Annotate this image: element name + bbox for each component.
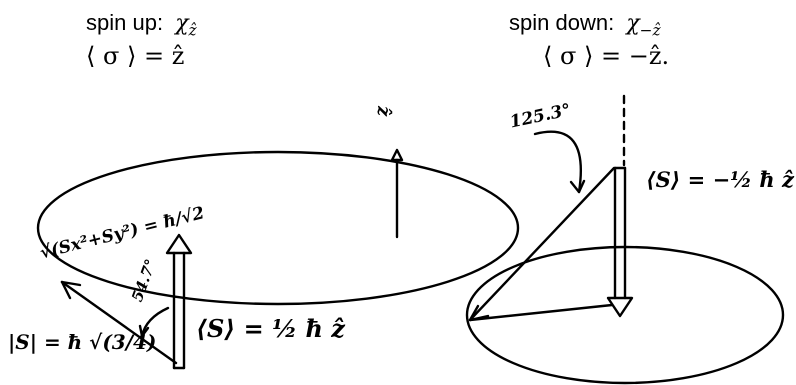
spin-down-label: spin down: <box>509 10 615 35</box>
right-base-line <box>468 303 614 322</box>
spin-down-caption: spin down: χ−ẑ <box>509 10 661 39</box>
spin-up-caption: spin up: χẑ <box>86 10 197 39</box>
left-generator-arrowhead <box>60 280 82 300</box>
left-generator-line <box>60 280 178 365</box>
spin-down-chi-subscript: −ẑ <box>639 21 661 40</box>
spin-down-expectation: ⟨ σ ⟩ = −ẑ. <box>543 42 670 70</box>
left-precession-ellipse <box>36 150 520 306</box>
right-generator-arrowhead <box>468 304 490 322</box>
spin-down-chi: χ−ẑ <box>626 11 661 40</box>
z-axis-arrow <box>390 148 404 239</box>
left-spin-vector-label: ⟨S⟩ = ½ ħ ẑ <box>196 314 345 343</box>
left-spin-vector-arrow <box>165 233 193 370</box>
spin-up-label: spin up: <box>86 10 164 35</box>
right-generator-line <box>468 166 616 322</box>
spin-up-expectation: ⟨ σ ⟩ = ẑ <box>86 42 185 70</box>
left-magnitude-label: |S| = ħ √(3/4) <box>8 330 157 354</box>
right-spin-vector-label: ⟨S⟩ = −½ ħ ẑ <box>646 167 794 192</box>
right-angle-arc <box>533 130 583 194</box>
spin-up-chi: χẑ <box>175 11 197 40</box>
z-axis-label: ẑ <box>373 106 394 117</box>
right-spin-vector-arrow <box>606 166 634 318</box>
spin-up-chi-subscript: ẑ <box>188 21 197 40</box>
